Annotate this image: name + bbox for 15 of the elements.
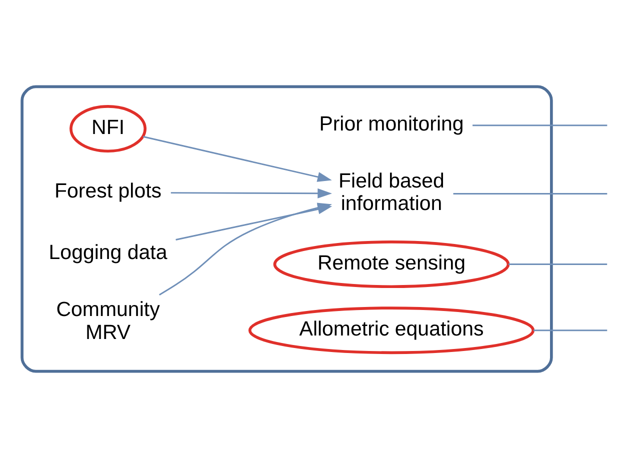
node-text: Forest plots: [54, 180, 162, 203]
node-text: Field based information: [338, 169, 444, 216]
arrow: [142, 136, 332, 182]
node-text: Logging data: [48, 241, 168, 264]
connector: [508, 264, 608, 266]
node-ellipse: Allometric equations: [248, 306, 535, 354]
node-ellipse: Remote sensing: [273, 240, 510, 288]
node-ellipse: NFI: [70, 105, 147, 153]
connector: [472, 124, 608, 126]
connector: [533, 330, 608, 332]
node-text: Prior monitoring: [319, 112, 464, 136]
node-text: Community MRV: [56, 298, 160, 344]
cluster: [20, 85, 553, 373]
connector: [453, 192, 608, 194]
arrow: [170, 188, 332, 198]
